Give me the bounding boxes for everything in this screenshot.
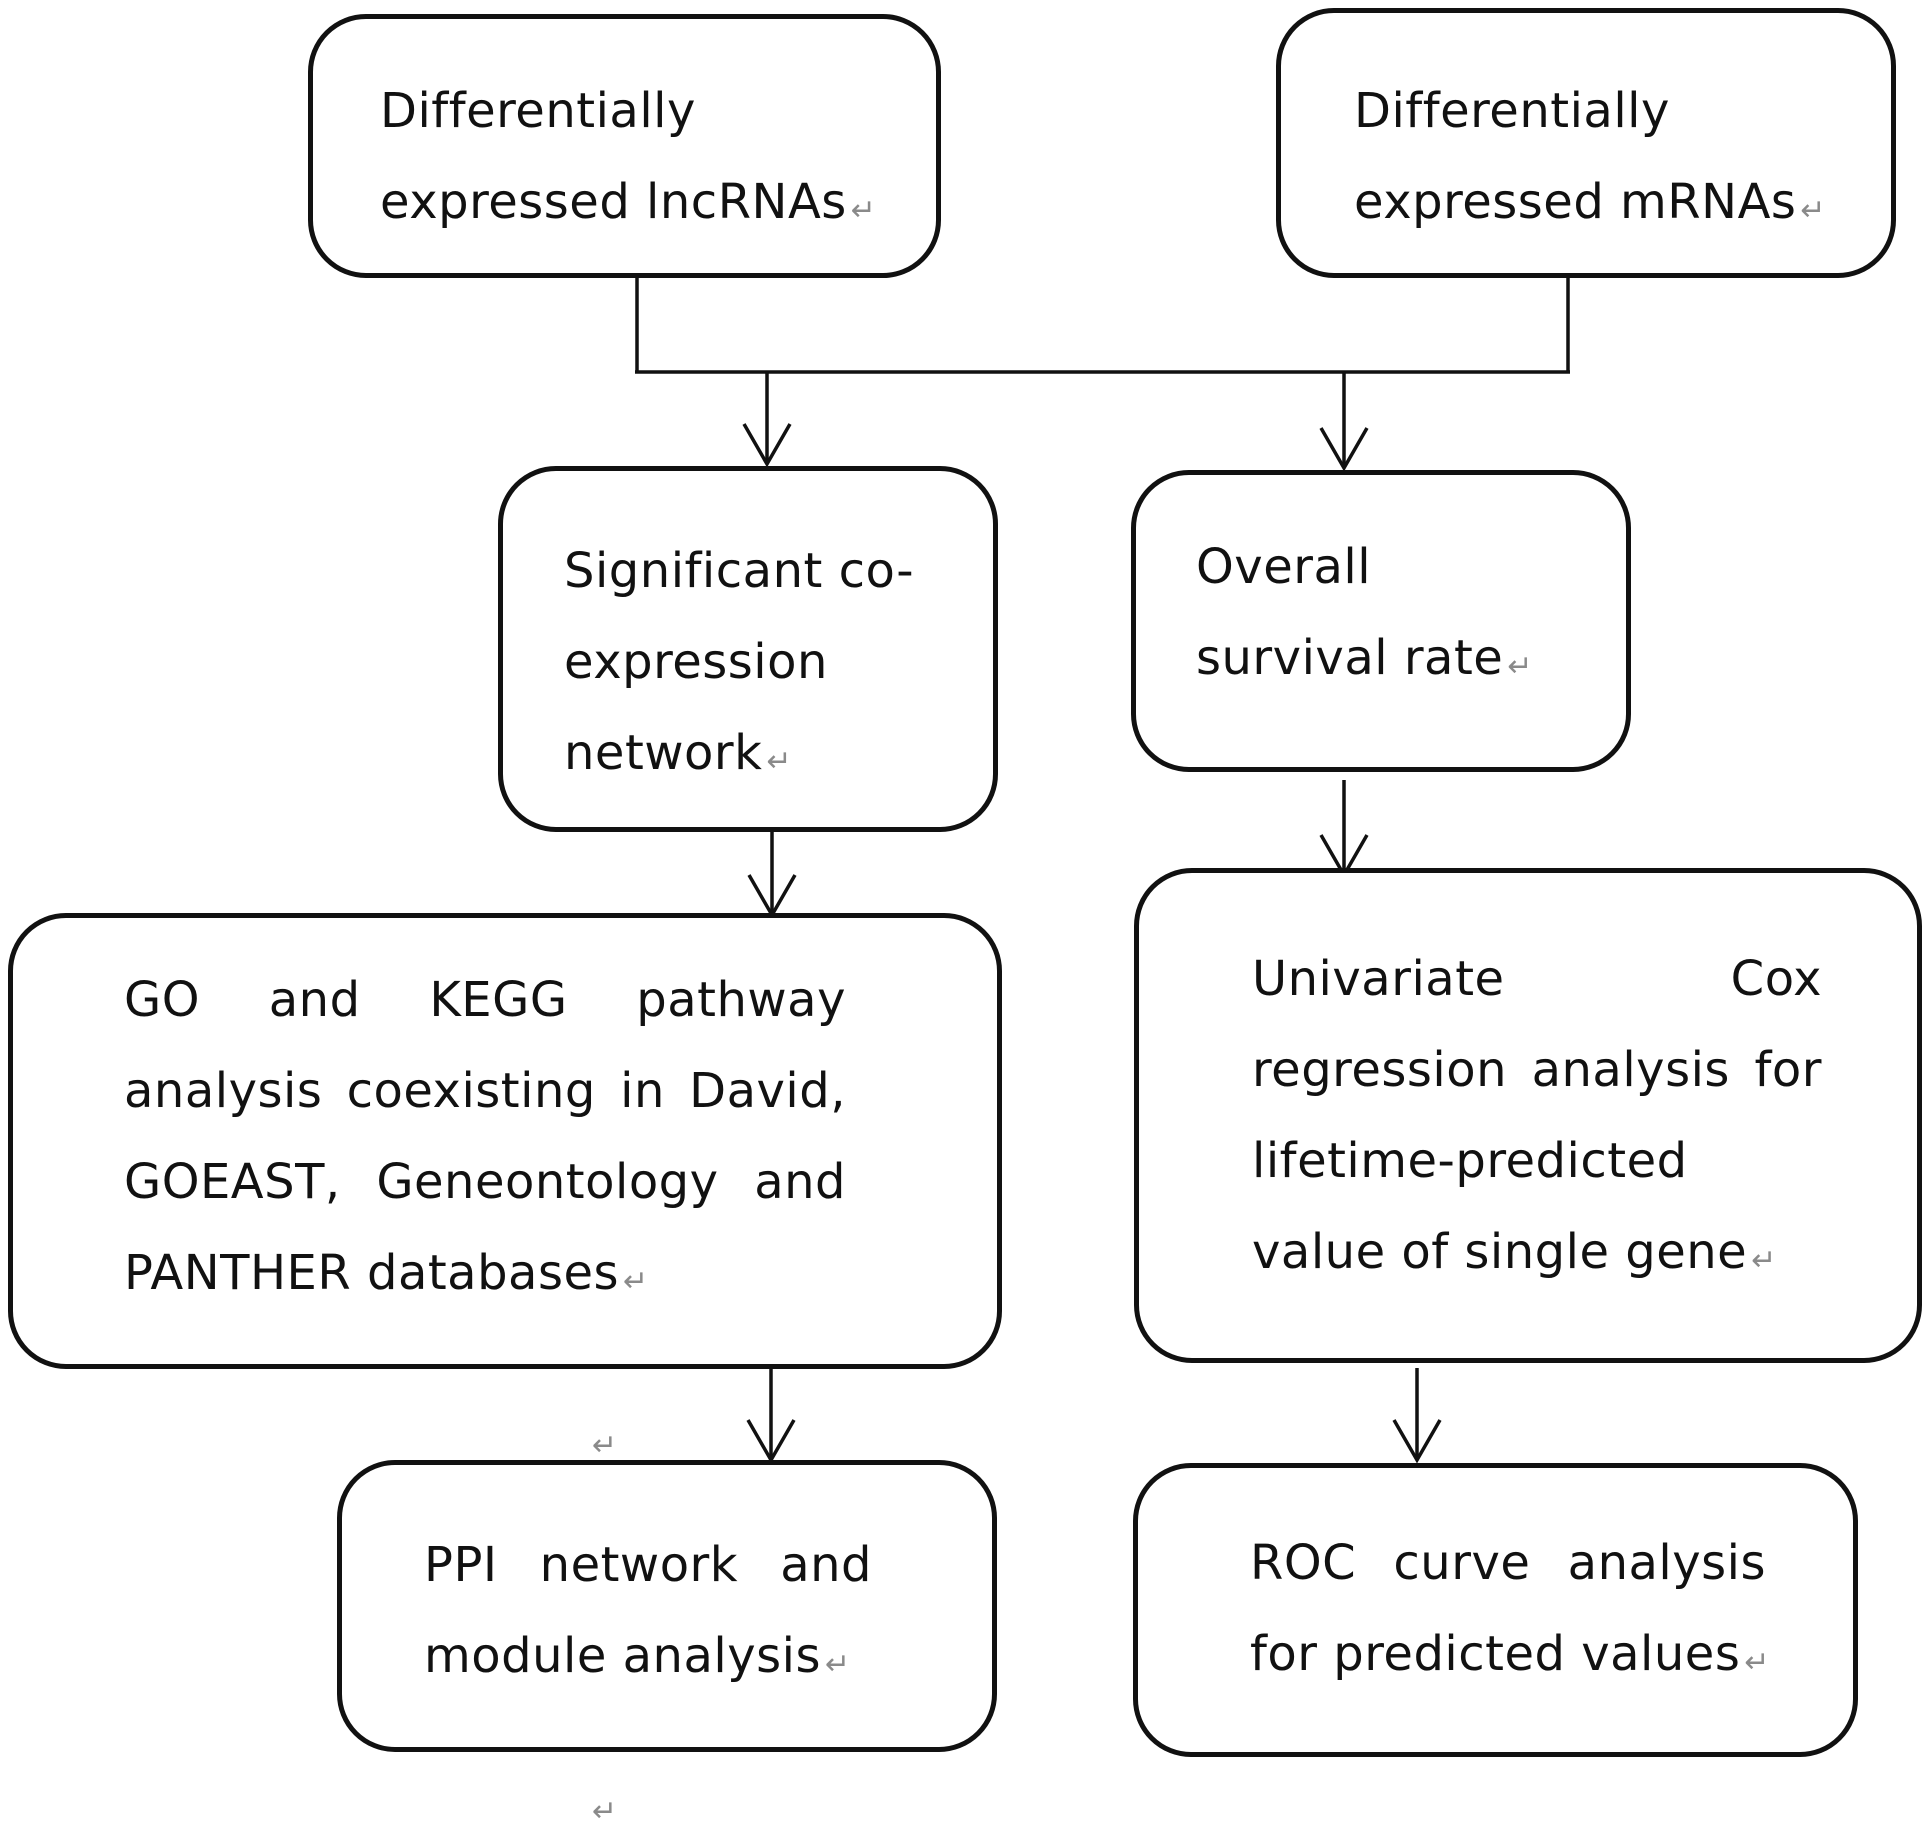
paragraph-mark-icon: ↵ <box>824 1647 851 1682</box>
text-survival: Overall survival rate↵ <box>1196 522 1616 712</box>
box-go-kegg <box>8 913 1002 1369</box>
text-coexpression-line-3: network <box>564 725 763 781</box>
arrow-to-coexpression-head <box>742 423 792 468</box>
text-go-kegg: GO and KEGG pathway analysis coexisting … <box>124 955 846 1327</box>
paragraph-mark-icon: ↵ <box>1800 193 1827 228</box>
text-mrna: Differentially expressed mRNAs↵ <box>1354 66 1874 256</box>
arrow-to-roc-head <box>1392 1419 1442 1464</box>
text-coexpression: Significant co- expression network↵ <box>564 526 984 807</box>
box-ppi <box>337 1460 997 1752</box>
text-mrna-line-1: Differentially <box>1354 83 1670 139</box>
text-cox-line-2: regression analysis for <box>1252 1042 1822 1098</box>
text-lncrna-line-2-wrap: expressed lncRNAs↵ <box>380 157 920 256</box>
text-go-kegg-line-3: GOEAST, Geneontology and <box>124 1154 846 1210</box>
text-coexpression-line-2: expression <box>564 634 828 690</box>
text-survival-line-2: survival rate <box>1196 630 1504 686</box>
text-roc-line-1: ROC curve analysis <box>1250 1535 1766 1591</box>
paragraph-mark-icon: ↵ <box>592 1428 618 1463</box>
text-go-kegg-line-4: PANTHER databases <box>124 1245 620 1301</box>
text-roc-line-2: for predicted values <box>1250 1626 1741 1682</box>
text-lncrna: Differentially expressed lncRNAs↵ <box>380 66 920 256</box>
paragraph-mark-icon: ↵ <box>766 744 793 779</box>
text-lncrna-line-1: Differentially <box>380 83 696 139</box>
text-ppi-line-2: module analysis <box>424 1628 821 1684</box>
paragraph-mark-icon: ↵ <box>1507 649 1533 684</box>
text-coexpression-line-1: Significant co- <box>564 543 915 599</box>
text-go-kegg-line-4-wrap: PANTHER databases↵ <box>124 1228 846 1327</box>
box-lncrna <box>308 14 941 278</box>
box-survival <box>1131 470 1631 772</box>
box-roc <box>1133 1463 1858 1757</box>
paragraph-mark-icon: ↵ <box>850 193 877 228</box>
text-ppi-line-2-wrap: module analysis↵ <box>424 1611 872 1710</box>
text-coexpression-line-3-wrap: network↵ <box>564 708 984 807</box>
box-coexpression <box>498 466 998 832</box>
text-cox: Univariate Cox regression analysis for l… <box>1252 934 1822 1306</box>
text-go-kegg-line-1: GO and KEGG pathway <box>124 972 846 1028</box>
text-roc: ROC curve analysis for predicted values↵ <box>1250 1518 1769 1708</box>
text-mrna-line-2-wrap: expressed mRNAs↵ <box>1354 157 1874 256</box>
paragraph-mark-icon: ↵ <box>623 1264 649 1299</box>
box-cox <box>1134 868 1922 1363</box>
paragraph-mark-icon: ↵ <box>1751 1243 1777 1278</box>
text-cox-line-4: value of single gene <box>1252 1224 1748 1280</box>
text-mrna-line-2: expressed mRNAs <box>1354 174 1797 230</box>
text-ppi: PPI network and module analysis↵ <box>424 1520 872 1710</box>
text-cox-line-1: Univariate Cox <box>1252 951 1822 1007</box>
text-lncrna-line-2: expressed lncRNAs <box>380 174 847 230</box>
paragraph-mark-icon: ↵ <box>1744 1645 1770 1680</box>
text-roc-line-2-wrap: for predicted values↵ <box>1250 1609 1769 1708</box>
text-survival-line-2-wrap: survival rate↵ <box>1196 613 1616 712</box>
box-mrna <box>1276 8 1896 278</box>
text-ppi-line-1: PPI network and <box>424 1537 872 1593</box>
text-cox-line-4-wrap: value of single gene↵ <box>1252 1207 1822 1306</box>
paragraph-mark-icon: ↵ <box>592 1794 618 1829</box>
text-cox-line-3: lifetime-predicted <box>1252 1133 1688 1189</box>
text-go-kegg-line-2: analysis coexisting in David, <box>124 1063 846 1119</box>
arrow-to-survival-head <box>1319 427 1369 472</box>
text-survival-line-1: Overall <box>1196 539 1372 595</box>
